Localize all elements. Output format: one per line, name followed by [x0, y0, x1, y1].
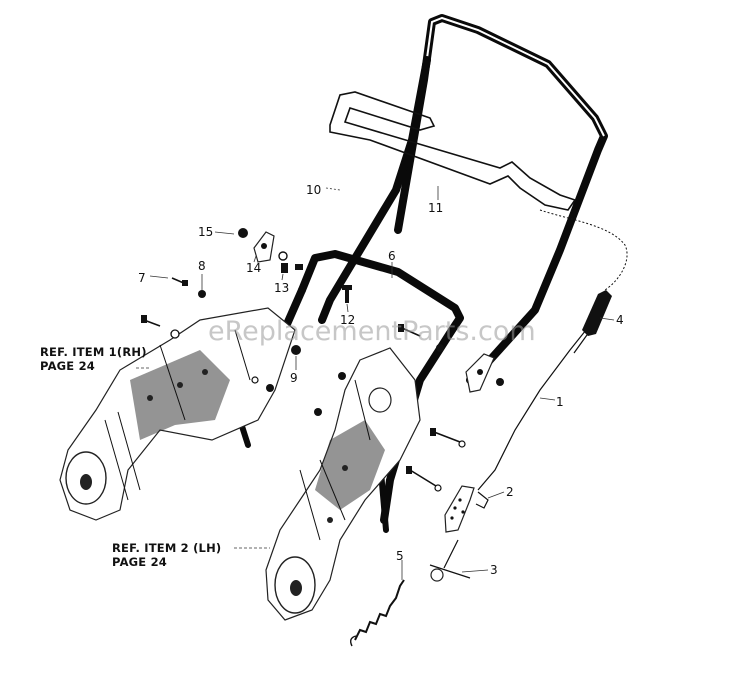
control-bail	[329, 91, 577, 211]
callout-13: 13	[274, 281, 289, 295]
handle-knob	[253, 231, 275, 263]
callout-12: 12	[340, 313, 355, 327]
nut-13	[295, 264, 303, 270]
ref-rh-line1: REF. ITEM 1(RH)	[40, 345, 147, 359]
callout-7: 7	[138, 271, 146, 285]
callout-15: 15	[198, 225, 213, 239]
nut-9	[291, 345, 301, 355]
cable-clip	[429, 539, 471, 582]
ref-lh-line2: PAGE 24	[112, 555, 167, 569]
reference-notes: REF. ITEM 1(RH) PAGE 24 REF. ITEM 2 (LH)…	[40, 345, 221, 569]
washer-13a	[278, 251, 288, 261]
ref-lh-line1: REF. ITEM 2 (LH)	[112, 541, 221, 555]
lh-knob	[465, 353, 495, 393]
bolt-13	[281, 263, 288, 273]
callout-1: 1	[556, 395, 564, 409]
cable-adjuster	[582, 290, 612, 336]
cable-bracket	[444, 485, 489, 533]
callout-3: 3	[490, 563, 498, 577]
callout-10: 10	[306, 183, 321, 197]
callout-6: 6	[388, 249, 396, 263]
hardware	[141, 228, 504, 492]
bolt-12	[342, 285, 352, 303]
lock-nut-8	[198, 290, 206, 298]
nut-15	[238, 228, 248, 238]
callout-8: 8	[198, 259, 206, 273]
lh-bracket	[265, 347, 421, 621]
callout-5: 5	[396, 549, 404, 563]
callout-11: 11	[428, 201, 443, 215]
callout-4: 4	[616, 313, 624, 327]
watermark-text: eReplacementParts.com	[208, 316, 536, 347]
leader-lines	[136, 186, 615, 580]
callout-2: 2	[506, 485, 514, 499]
rh-bracket	[59, 307, 296, 521]
callout-9: 9	[290, 371, 298, 385]
ref-rh-line2: PAGE 24	[40, 359, 95, 373]
extension-spring	[349, 579, 405, 647]
callout-14: 14	[246, 261, 261, 275]
callout-labels: 1 2 3 4 5 6 7 8 9 10 11 12 13 14 15	[138, 183, 624, 577]
